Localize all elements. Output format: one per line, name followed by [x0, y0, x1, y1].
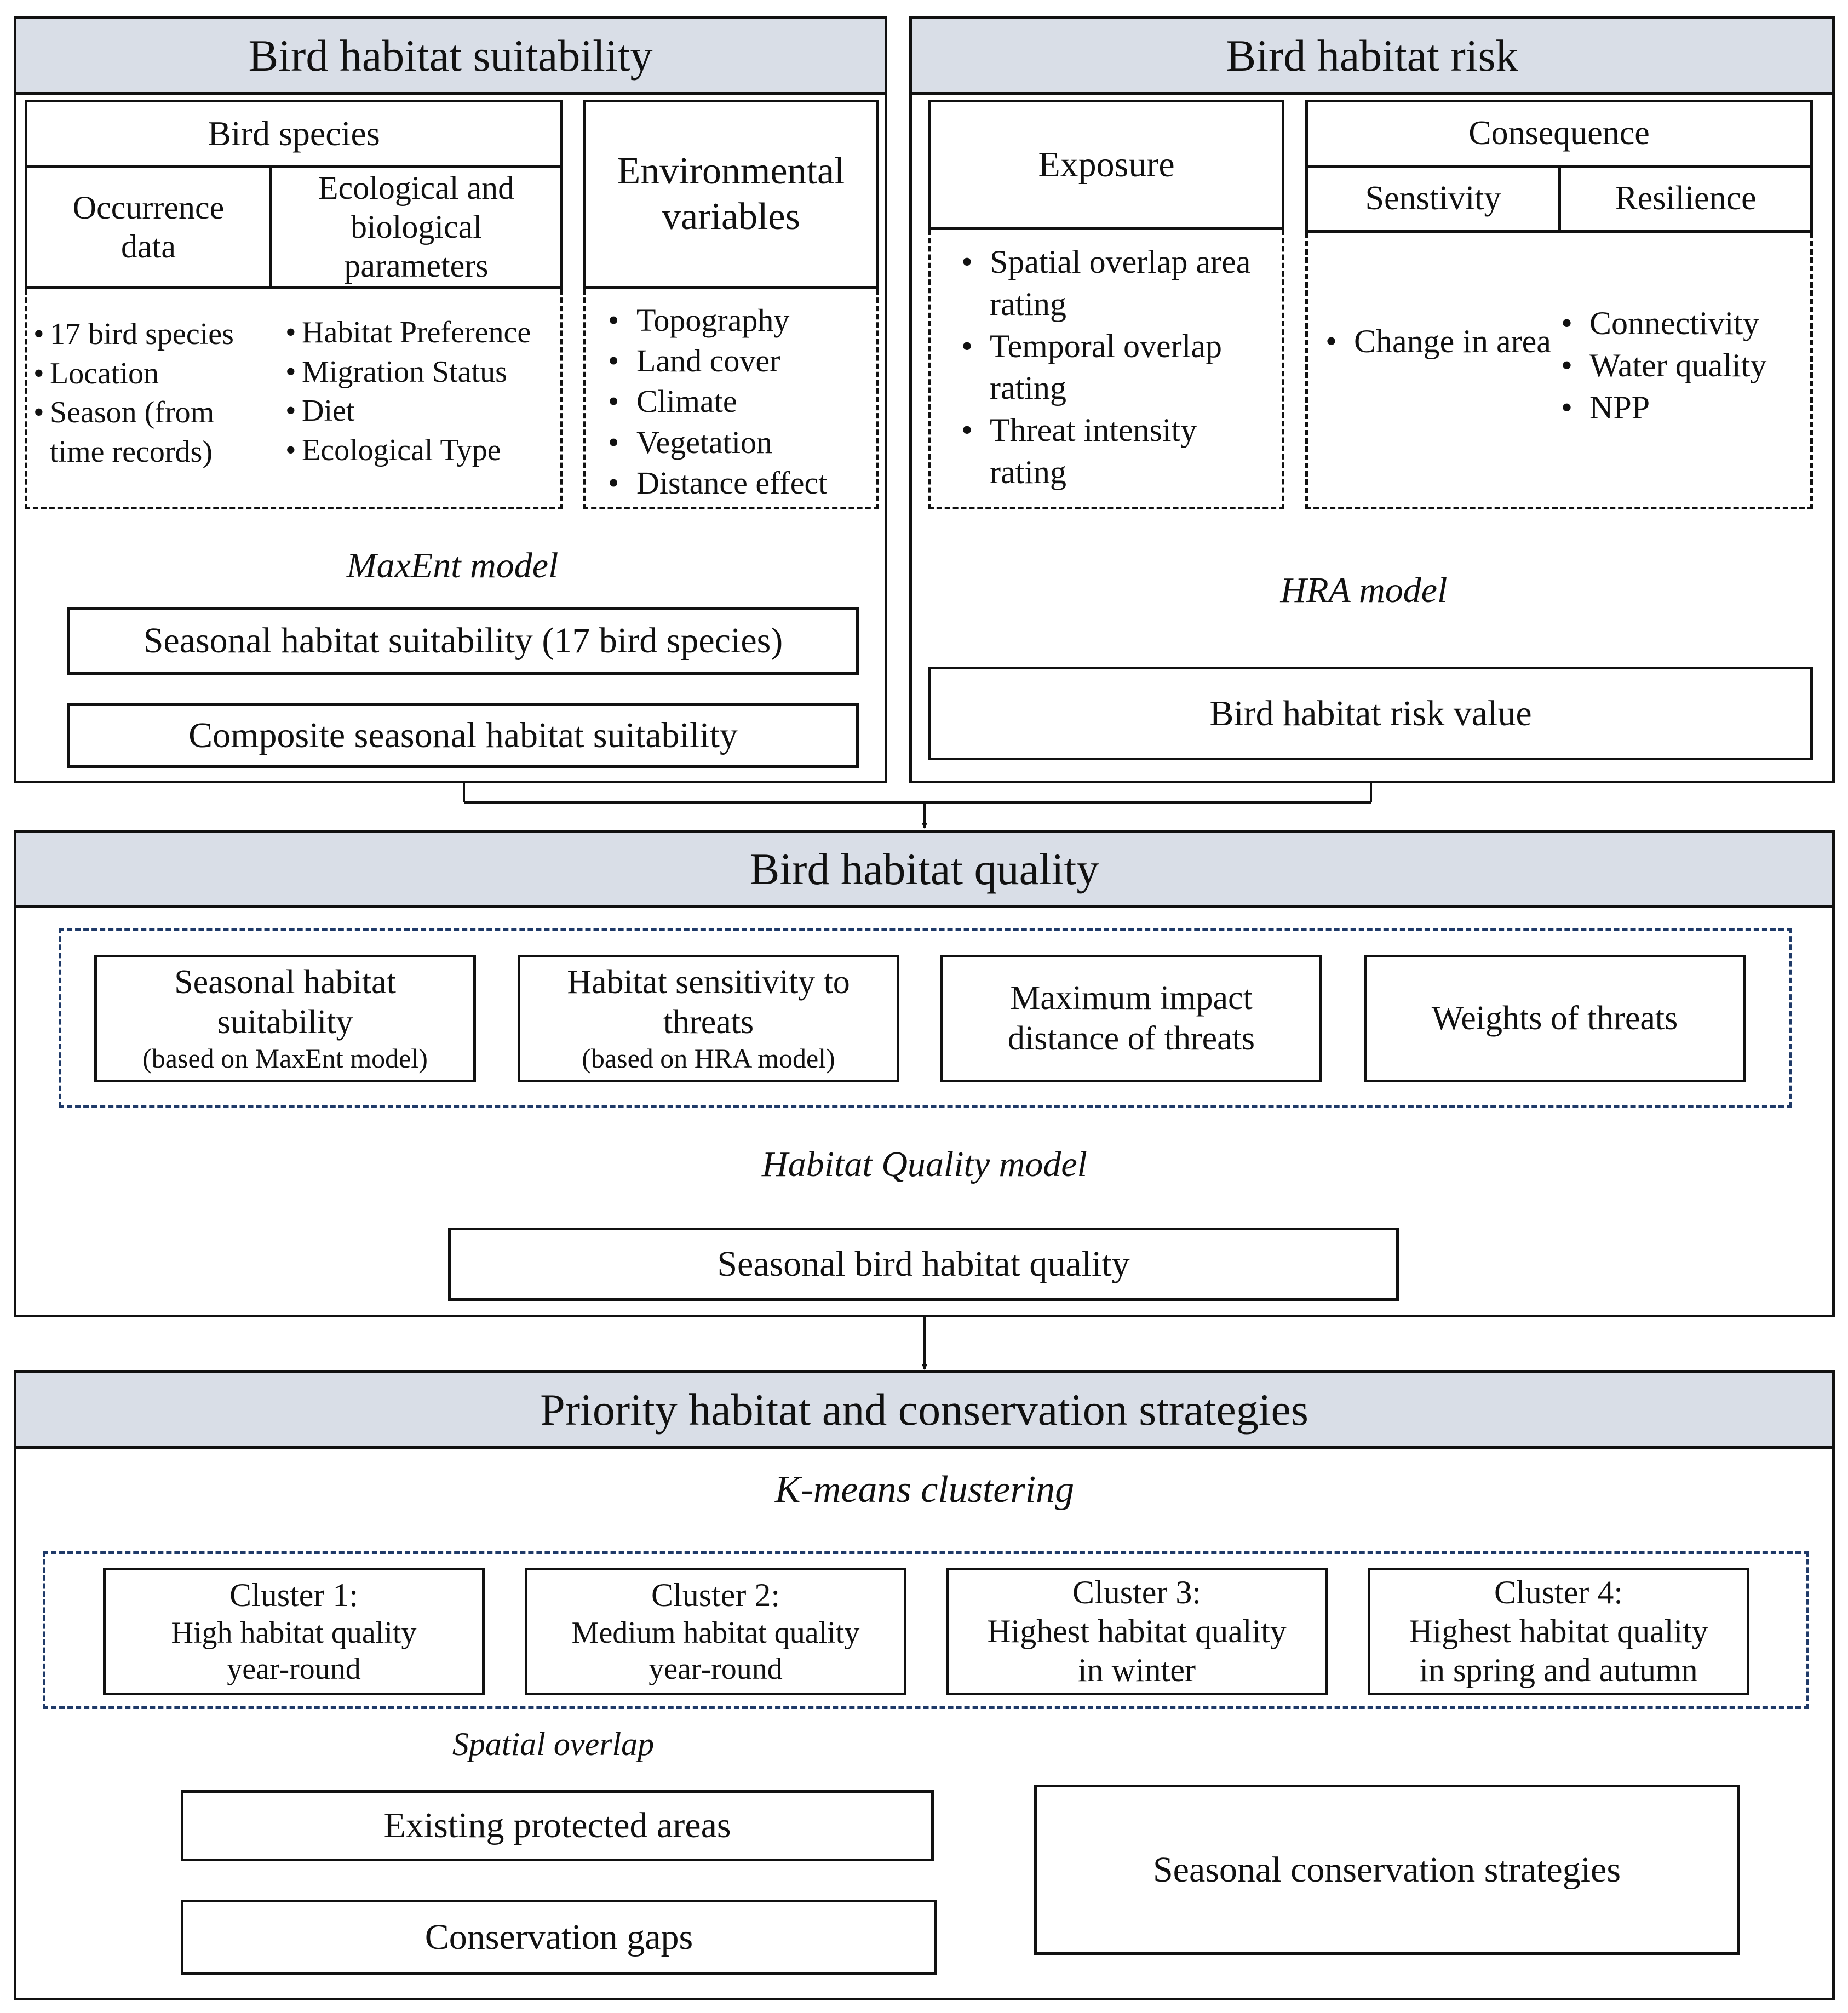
consequence-box: Consequence — [1305, 100, 1813, 168]
exposure-items: Spatial overlap area rating Temporal ove… — [956, 241, 1282, 494]
bird-species-label: Bird species — [208, 114, 380, 153]
sensitivity-box: Senstivity — [1305, 165, 1561, 233]
cluster-description: year-round — [227, 1651, 361, 1686]
occurrence-item: 17 bird species — [30, 315, 266, 354]
cluster-4-box: Cluster 4: Highest habitat quality in sp… — [1368, 1568, 1749, 1695]
conservation-gaps-box: Conservation gaps — [181, 1900, 937, 1975]
hra-model-label: HRA model — [1280, 570, 1448, 610]
cluster-name: Cluster 4: — [1494, 1574, 1623, 1611]
ecological-parameters-label: Ecological and biological parameters — [318, 170, 515, 284]
consequence-label: Consequence — [1468, 114, 1650, 152]
quality-input-weights: Weights of threats — [1364, 955, 1746, 1082]
resilience-box: Resilience — [1558, 165, 1813, 233]
clusters-group — [43, 1551, 1809, 1709]
protected-areas-box: Existing protected areas — [181, 1790, 934, 1861]
environmental-items: Topography Land cover Climate Vegetation… — [602, 300, 876, 503]
risk-value-label: Bird habitat risk value — [1209, 693, 1532, 733]
cluster-description: in winter — [1078, 1651, 1196, 1688]
environmental-item: Land cover — [602, 341, 876, 381]
bird-species-items-box — [25, 289, 563, 509]
quality-inputs-group — [59, 928, 1792, 1108]
conservation-gaps-label: Conservation gaps — [424, 1917, 693, 1957]
cluster-description: High habitat quality — [171, 1615, 417, 1650]
resilience-label: Resilience — [1615, 180, 1757, 217]
composite-suitability-box: Composite seasonal habitat suitability — [67, 703, 859, 768]
sensitivity-label: Senstivity — [1365, 180, 1501, 217]
risk-title: Bird habitat risk — [912, 19, 1832, 95]
spatial-overlap-label: Spatial overlap — [452, 1726, 655, 1762]
cluster-description: Highest habitat quality — [1409, 1613, 1708, 1650]
environmental-item: Climate — [602, 381, 876, 422]
seasonal-suitability-label: Seasonal habitat suitability (17 bird sp… — [143, 621, 783, 661]
composite-suitability-label: Composite seasonal habitat suitability — [188, 715, 738, 755]
exposure-items-box — [928, 230, 1284, 509]
environmental-variables-label: Environmental variables — [617, 150, 845, 238]
resilience-items: Connectivity Water quality NPP — [1556, 302, 1810, 428]
quality-input-main: Seasonal habitat suitability — [174, 963, 396, 1041]
environmental-items-box — [583, 289, 879, 509]
seasonal-quality-label: Seasonal bird habitat quality — [717, 1244, 1130, 1284]
quality-input-main: Weights of threats — [1431, 999, 1678, 1037]
cluster-2-box: Cluster 2: Medium habitat quality year-r… — [525, 1568, 906, 1695]
cluster-name: Cluster 1: — [229, 1577, 358, 1614]
occurrence-item: Season (from time records) — [30, 393, 266, 472]
occurrence-items: 17 bird species Location Season (from ti… — [30, 315, 266, 472]
exposure-label: Exposure — [1038, 144, 1175, 185]
ecological-parameters-box: Ecological and biological parameters — [269, 165, 563, 289]
risk-value-box: Bird habitat risk value — [928, 667, 1813, 760]
resilience-item: Connectivity — [1556, 302, 1810, 345]
ecological-item: Habitat Preference — [282, 313, 561, 353]
protected-areas-label: Existing protected areas — [383, 1805, 731, 1846]
suitability-title: Bird habitat suitability — [16, 19, 885, 95]
cluster-description: year-round — [648, 1651, 783, 1686]
cluster-description: Medium habitat quality — [571, 1615, 860, 1650]
bird-species-header: Bird species — [25, 100, 563, 168]
seasonal-suitability-box: Seasonal habitat suitability (17 bird sp… — [67, 607, 859, 675]
consequence-items-box — [1305, 233, 1813, 509]
exposure-box: Exposure — [928, 100, 1284, 230]
ecological-item: Diet — [282, 392, 561, 431]
environmental-item: Distance effect — [602, 463, 876, 503]
resilience-item: NPP — [1556, 387, 1810, 429]
seasonal-quality-box: Seasonal bird habitat quality — [448, 1228, 1399, 1301]
quality-title: Bird habitat quality — [16, 833, 1832, 908]
quality-input-main: Maximum impact distance of threats — [1007, 979, 1255, 1057]
habitat-quality-model-label: Habitat Quality model — [762, 1144, 1087, 1184]
occurrence-item: Location — [30, 354, 266, 394]
conservation-strategies-label: Seasonal conservation strategies — [1152, 1849, 1621, 1890]
cluster-name: Cluster 2: — [651, 1577, 780, 1614]
priority-title: Priority habitat and conservation strate… — [16, 1373, 1832, 1449]
quality-input-note: (based on HRA model) — [582, 1043, 835, 1074]
cluster-name: Cluster 3: — [1072, 1574, 1201, 1611]
environmental-item: Vegetation — [602, 422, 876, 463]
cluster-description: Highest habitat quality — [987, 1613, 1287, 1650]
sensitivity-item: Change in area — [1320, 320, 1556, 363]
quality-input-distance: Maximum impact distance of threats — [940, 955, 1322, 1082]
conservation-strategies-box: Seasonal conservation strategies — [1034, 1785, 1740, 1955]
exposure-item: Temporal overlap rating — [956, 325, 1282, 410]
maxent-model-label: MaxEnt model — [346, 546, 559, 586]
occurrence-data-label: Occurrence data — [72, 189, 225, 265]
cluster-1-box: Cluster 1: High habitat quality year-rou… — [103, 1568, 485, 1695]
occurrence-data-box: Occurrence data — [25, 165, 272, 289]
ecological-item: Ecological Type — [282, 431, 561, 471]
exposure-item: Spatial overlap area rating — [956, 241, 1282, 325]
quality-input-main: Habitat sensitivity to threats — [567, 963, 850, 1041]
environmental-variables-box: Environmental variables — [583, 100, 879, 289]
quality-input-sensitivity: Habitat sensitivity to threats (based on… — [518, 955, 899, 1082]
ecological-item: Migration Status — [282, 353, 561, 392]
quality-input-suitability: Seasonal habitat suitability (based on M… — [94, 955, 476, 1082]
quality-input-note: (based on MaxEnt model) — [142, 1043, 428, 1074]
resilience-item: Water quality — [1556, 345, 1810, 387]
cluster-description: in spring and autumn — [1419, 1651, 1698, 1688]
exposure-item: Threat intensity rating — [956, 409, 1282, 494]
kmeans-label: K-means clustering — [774, 1469, 1075, 1511]
cluster-3-box: Cluster 3: Highest habitat quality in wi… — [946, 1568, 1328, 1695]
ecological-items: Habitat Preference Migration Status Diet… — [282, 313, 561, 471]
environmental-item: Topography — [602, 300, 876, 341]
sensitivity-items: Change in area — [1320, 320, 1556, 363]
